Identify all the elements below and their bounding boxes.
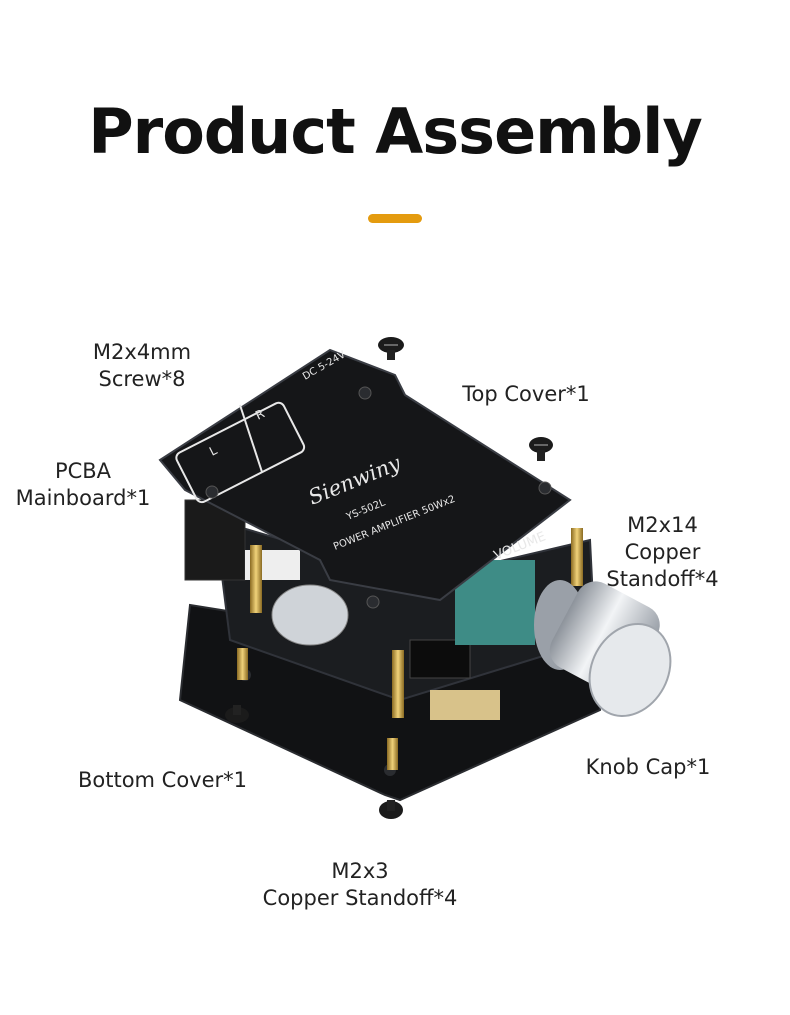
screw-icon [378, 337, 404, 360]
screw-icon [379, 800, 403, 819]
knob-cap [534, 580, 672, 717]
label-pcba-mainboard: PCBA Mainboard*1 [15, 459, 151, 510]
label-screw: M2x4mm Screw*8 [92, 340, 192, 391]
short-copper-standoffs [237, 648, 398, 770]
bluetooth-antenna [430, 690, 500, 720]
label-long-standoff: M2x14 Copper Standoff*4 [606, 513, 719, 591]
top-cover [158, 348, 572, 609]
label-knob-cap: Knob Cap*1 [585, 755, 711, 779]
label-bottom-cover: Bottom Cover*1 [77, 768, 248, 792]
label-short-standoff: M2x3 Copper Standoff*4 [262, 859, 458, 910]
screw-icon [225, 705, 249, 723]
title-accent-bar [368, 214, 422, 223]
long-copper-standoffs [250, 528, 583, 718]
page-title: Product Assembly [88, 95, 703, 168]
m2x4-screws [225, 337, 553, 819]
label-top-cover: Top Cover*1 [462, 382, 590, 406]
screw-icon [529, 437, 553, 461]
amplifier-chip [409, 639, 471, 679]
capacitor [271, 584, 349, 646]
